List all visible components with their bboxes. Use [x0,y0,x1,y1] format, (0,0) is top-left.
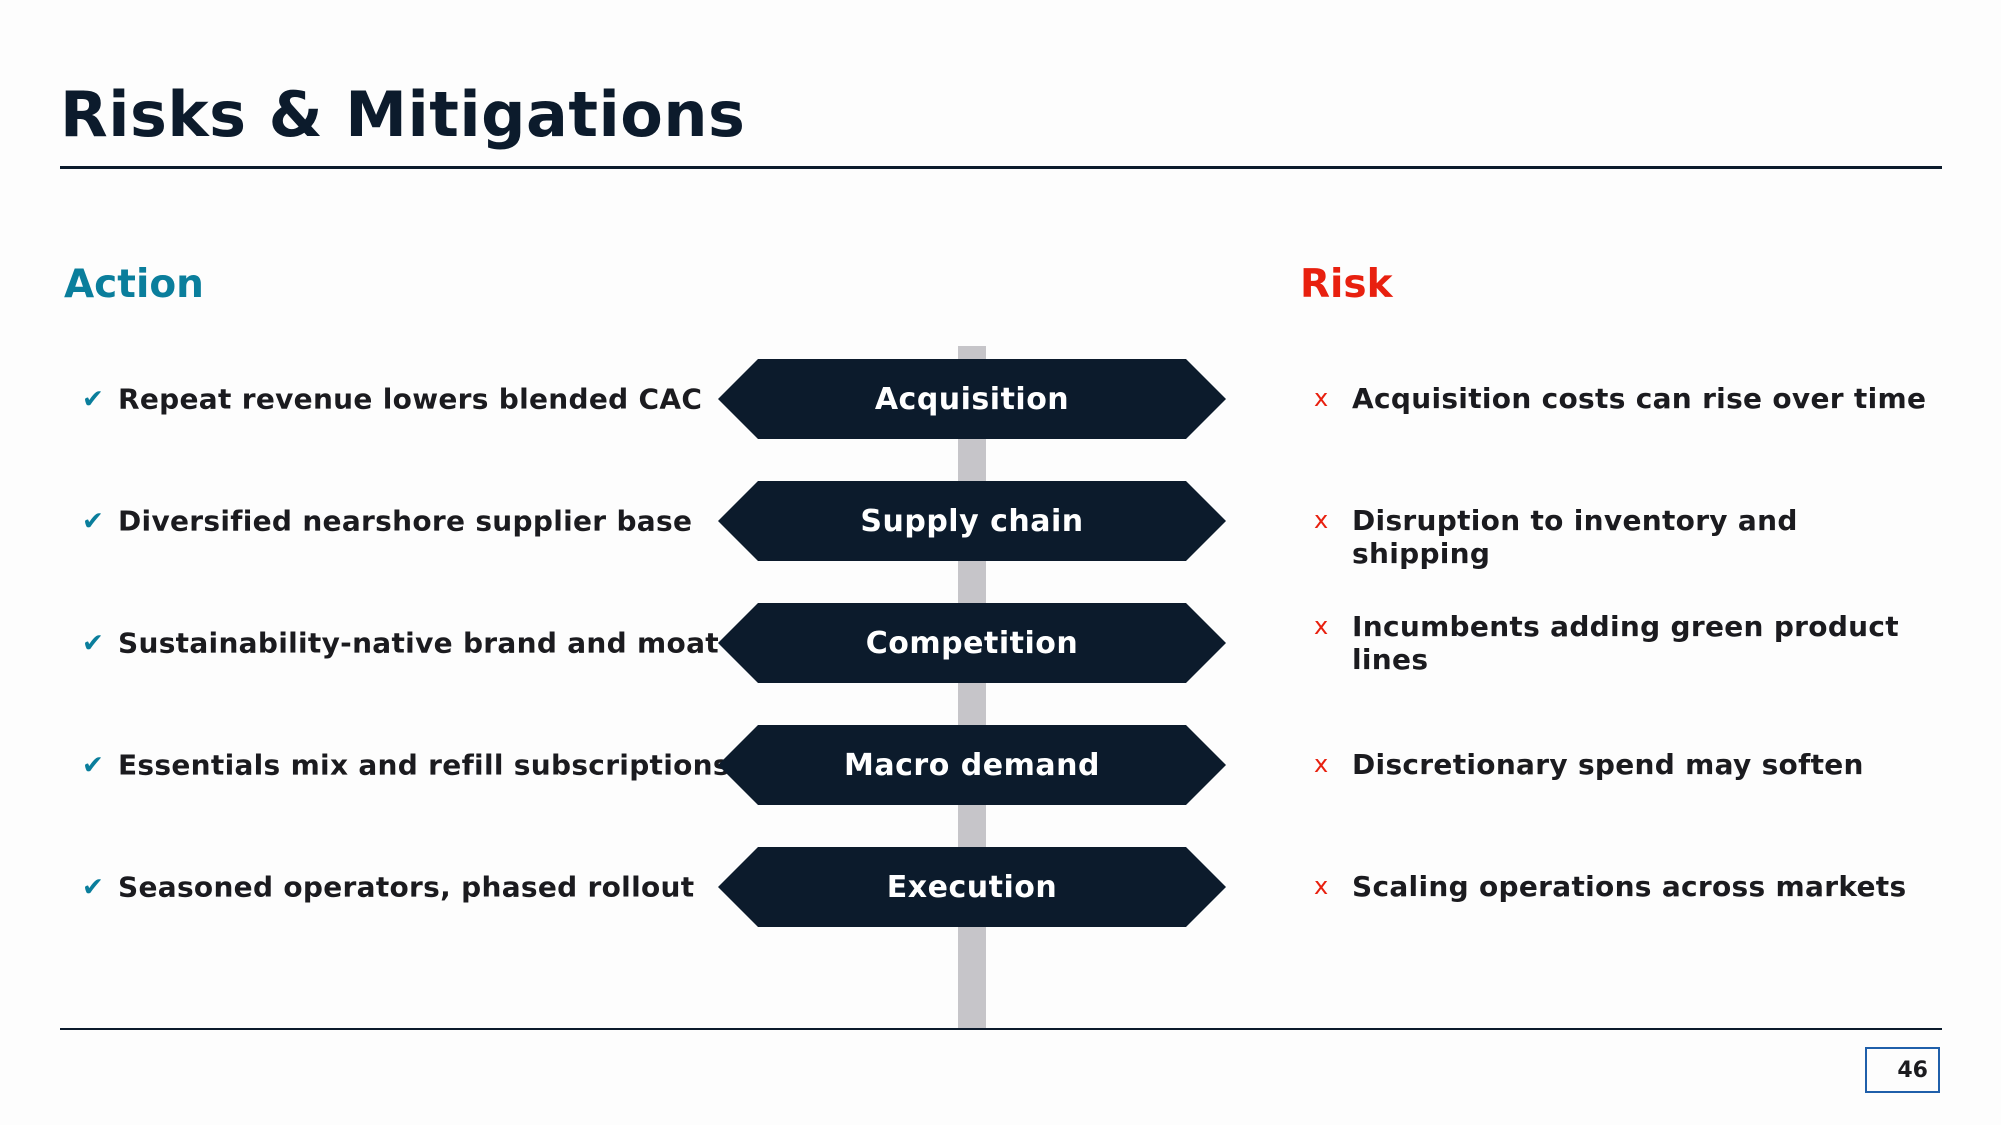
action-item: ✔ Essentials mix and refill subscription… [82,749,730,782]
action-text: Diversified nearshore supplier base [118,504,693,538]
signpost-sign: Supply chain [718,481,1226,561]
sign-label: Macro demand [844,747,1100,783]
check-icon: ✔ [82,628,104,658]
action-item: ✔ Seasoned operators, phased rollout [82,871,694,904]
signpost-sign: Competition [718,603,1226,683]
action-text: Seasoned operators, phased rollout [118,870,695,904]
footer-divider [60,1028,1942,1030]
check-icon: ✔ [82,384,104,414]
x-icon: x [1314,384,1329,412]
action-item: ✔ Sustainability-native brand and moat [82,627,719,660]
sign-label: Acquisition [874,381,1070,417]
x-icon: x [1314,612,1329,640]
action-item: ✔ Diversified nearshore supplier base [82,505,692,538]
page-number: 46 [1865,1047,1940,1093]
risk-item: x Incumbents adding green product lines [1314,610,1912,676]
x-icon: x [1314,872,1329,900]
slide-title: Risks & Mitigations [60,78,746,151]
action-item: ✔ Repeat revenue lowers blended CAC [82,383,702,416]
sign-label: Supply chain [860,503,1084,539]
risk-column-heading: Risk [1300,262,1393,307]
risk-text: Disruption to inventory and shipping [1352,504,1798,570]
signpost-sign: Macro demand [718,725,1226,805]
risk-item: x Disruption to inventory and shipping [1314,504,1942,570]
risk-text: Discretionary spend may soften [1352,748,1864,781]
check-icon: ✔ [82,506,104,536]
sign-label: Execution [886,869,1058,905]
x-icon: x [1314,506,1329,534]
signpost-sign: Execution [718,847,1226,927]
risk-text: Scaling operations across markets [1352,870,1907,903]
risk-item: x Acquisition costs can rise over time [1314,382,1942,415]
risk-text: Acquisition costs can rise over time [1352,382,1927,415]
title-divider [60,166,1942,169]
risk-text: Incumbents adding green product lines [1352,610,1899,676]
action-text: Sustainability-native brand and moat [118,626,719,660]
risk-item: x Scaling operations across markets [1314,870,1942,903]
sign-label: Competition [865,625,1079,661]
x-icon: x [1314,750,1329,778]
signpost-sign: Acquisition [718,359,1226,439]
action-column-heading: Action [64,262,204,307]
check-icon: ✔ [82,750,104,780]
action-text: Essentials mix and refill subscriptions [118,748,730,782]
check-icon: ✔ [82,872,104,902]
action-text: Repeat revenue lowers blended CAC [118,382,703,416]
risk-item: x Discretionary spend may soften [1314,748,1942,781]
